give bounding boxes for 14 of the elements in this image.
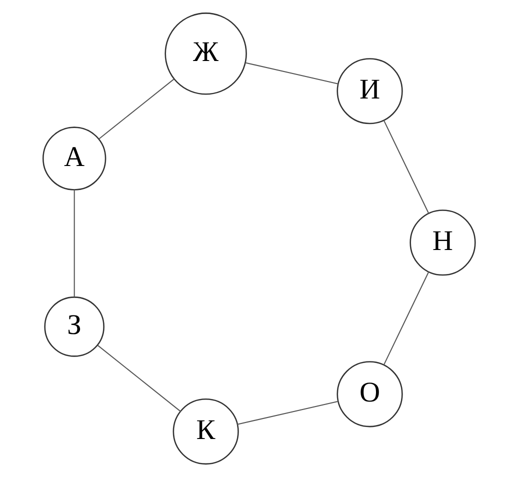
node-circle: О: [336, 361, 403, 428]
connector: [383, 120, 430, 214]
connector: [245, 62, 338, 84]
node-circle: Н: [410, 210, 476, 276]
connector: [98, 78, 174, 140]
connector: [237, 400, 338, 425]
connector: [98, 345, 182, 412]
node-circle: И: [336, 58, 403, 124]
node-circle: Ж: [164, 12, 247, 95]
node-circle: К: [172, 398, 239, 465]
node-circle: З: [44, 296, 104, 357]
node-circle: А: [42, 126, 106, 190]
connector: [74, 190, 75, 298]
connector: [383, 272, 430, 366]
